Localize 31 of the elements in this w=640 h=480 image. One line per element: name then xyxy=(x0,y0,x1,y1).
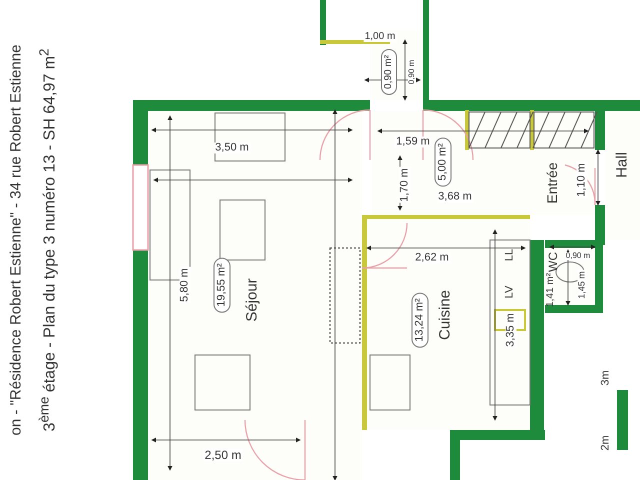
address-text: on - "Résidence Robert Estienne" - 34 rue Robert Estienne xyxy=(8,44,24,436)
room-name: Séjour xyxy=(244,278,260,322)
room-name: WC xyxy=(547,252,559,272)
area-label: 1,41 m² xyxy=(546,273,556,307)
room-floor xyxy=(605,111,640,240)
dimension-label: 5,80 m xyxy=(180,267,190,303)
dimension-label: 1,10 m xyxy=(576,162,588,198)
dimension-label: 1,59 m xyxy=(395,136,431,148)
room-floor xyxy=(367,219,530,430)
dimension-label: 3,35 m xyxy=(506,312,516,348)
room-floor xyxy=(148,111,362,480)
dimension-label: 0,90 m xyxy=(564,252,592,260)
room-name: Entrée xyxy=(545,162,559,204)
room-name: Hall xyxy=(614,152,630,178)
dimension-label: 2,62 m xyxy=(414,252,450,264)
area-label: 13,24 m² xyxy=(412,292,428,348)
dimension-label: 0,90 m xyxy=(408,58,416,86)
dimension-label: 3,50 m xyxy=(214,142,250,154)
dimension-label: 1,70 m xyxy=(400,167,410,203)
scale-label: 3m xyxy=(600,370,612,386)
appliance-label: LL xyxy=(504,248,516,262)
scale-label: 2m xyxy=(600,435,612,451)
dimension-label: 1,45 m xyxy=(578,270,586,300)
area-label: 5,00 m² xyxy=(434,137,452,187)
area-label: 0,90 m² xyxy=(381,49,397,95)
dimension-label: 2,50 m xyxy=(204,449,242,461)
appliance-label: LV xyxy=(504,286,516,298)
area-label: 19,55 m² xyxy=(214,257,230,313)
dimension-label: 1,00 m xyxy=(364,32,396,42)
room-name: Cuisine xyxy=(438,290,452,340)
dimension-label: 3,68 m xyxy=(437,192,473,202)
